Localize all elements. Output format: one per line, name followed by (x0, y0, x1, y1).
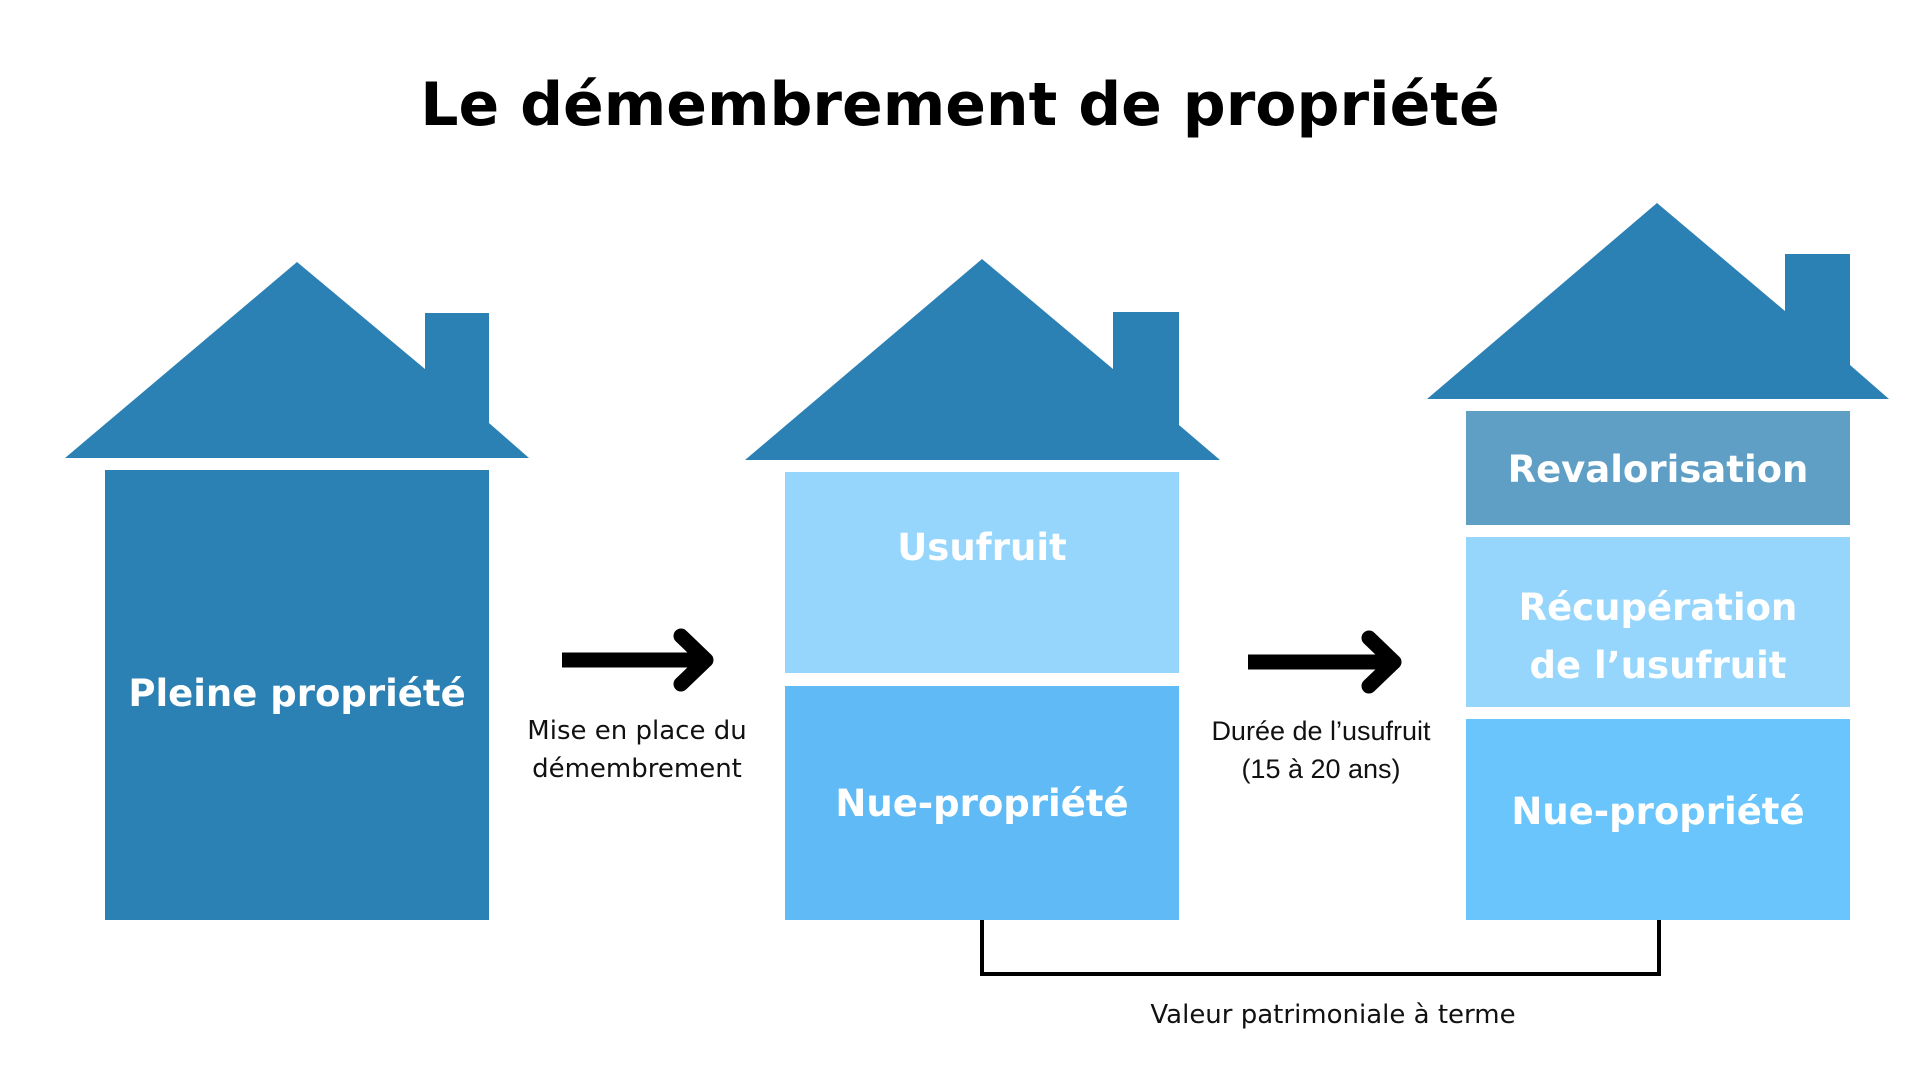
bracket-caption: Valeur patrimoniale à terme (1133, 996, 1533, 1034)
block-nue-propriete-middle: Nue-propriété (785, 686, 1179, 920)
caption-line2: (15 à 20 ans) (1241, 754, 1401, 784)
block-recuperation-usufruit: Récupération de l’usufruit (1466, 537, 1850, 707)
bracket-label: Valeur patrimoniale à terme (1150, 1000, 1516, 1030)
block-pleine-propriete: Pleine propriété (105, 470, 489, 920)
block-revalorisation: Revalorisation (1466, 411, 1850, 525)
caption-line2: démembrement (532, 754, 742, 784)
arrow-caption-setup: Mise en place du démembrement (507, 712, 767, 788)
page-title: Le démembrement de propriété (420, 70, 1500, 140)
house-roof-left (65, 262, 529, 458)
caption-line1: Mise en place du (527, 716, 747, 746)
arrow-right-icon (1248, 630, 1402, 694)
block-label: Usufruit (897, 526, 1067, 569)
block-label: Nue-propriété (1511, 790, 1805, 833)
house-roof-right (1427, 203, 1889, 399)
arrow-caption-duration: Durée de l’usufruit (15 à 20 ans) (1191, 712, 1451, 788)
block-label: Revalorisation (1507, 448, 1809, 491)
arrow-right-icon (562, 628, 714, 692)
block-usufruit: Usufruit (785, 472, 1179, 673)
block-nue-propriete-right: Nue-propriété (1466, 719, 1850, 920)
block-label-line2: de l’usufruit (1529, 644, 1787, 687)
house-roof-middle (745, 259, 1220, 460)
block-label-line1: Récupération (1518, 586, 1798, 629)
caption-line1: Durée de l’usufruit (1211, 716, 1431, 746)
value-bracket (980, 920, 1661, 976)
block-label: Nue-propriété (835, 782, 1129, 825)
block-label: Pleine propriété (128, 671, 466, 715)
